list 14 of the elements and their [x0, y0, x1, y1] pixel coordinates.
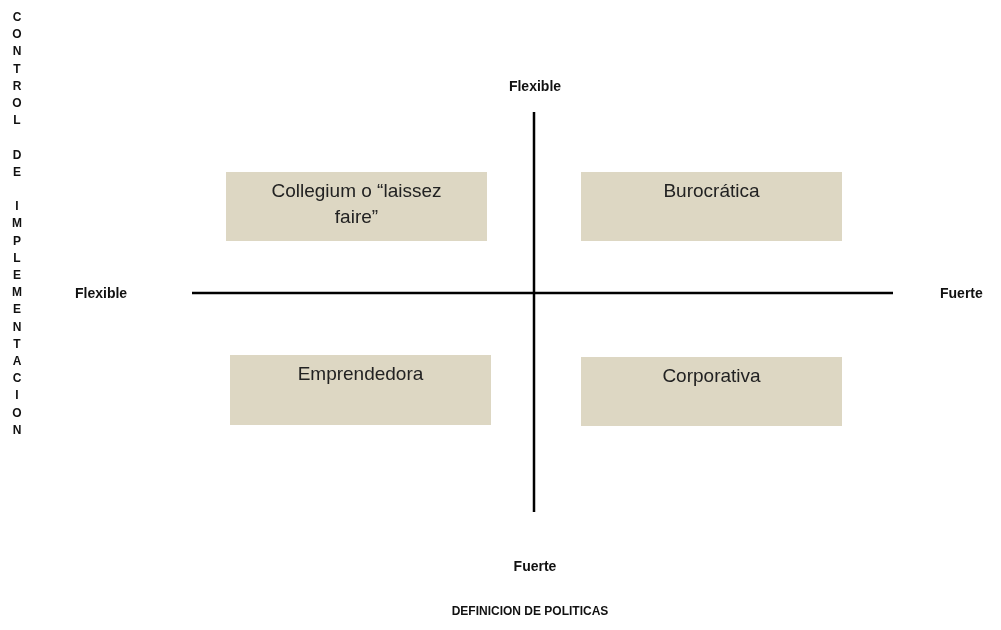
axis-end-label: Fuerte — [940, 285, 983, 301]
axis-end-label: Flexible — [75, 285, 128, 301]
quadrant-label: Emprendedora — [296, 362, 425, 386]
quadrant-box — [230, 355, 491, 425]
quadrant-box — [581, 172, 842, 241]
quadrant-label: Corporativa — [661, 364, 762, 388]
axis-end-label: Flexible — [508, 78, 562, 94]
vertical-axis-title: CONTROL DE IMPLEMENTACION — [10, 10, 24, 440]
quadrant-label: Collegium o “laissez faire” — [271, 179, 442, 229]
quadrant-box — [581, 357, 842, 426]
axis-end-label: Fuerte — [513, 558, 557, 574]
quadrant-label: Burocrática — [662, 179, 761, 203]
quadrant-box — [226, 172, 487, 241]
horizontal-axis-title: DEFINICION DE POLITICAS — [451, 604, 609, 618]
